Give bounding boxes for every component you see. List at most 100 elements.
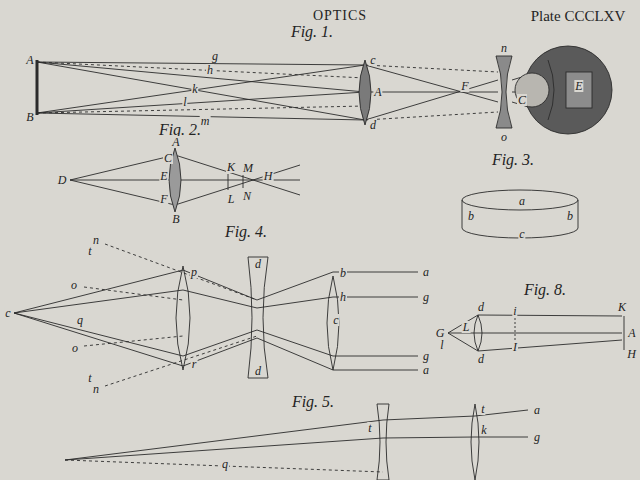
fig1-rays: [365, 65, 498, 102]
fig5-rays: [65, 410, 528, 460]
eye-drawing: [515, 73, 549, 107]
fig4-rays: [105, 244, 257, 300]
figure-letter: A: [373, 86, 382, 98]
figure-letter: G: [435, 327, 446, 339]
figure-letter: g: [422, 350, 430, 362]
eye-drawing: [566, 72, 592, 108]
figure-letter: H: [626, 348, 637, 360]
plate-number: Plate CCCLXV: [530, 9, 627, 24]
convex-lens: [474, 315, 482, 351]
figure-letter: E: [574, 80, 583, 92]
fig4-rays: [84, 287, 183, 300]
fig1-rays: [365, 112, 498, 120]
fig4-rays: [14, 290, 418, 313]
fig2-rays: [175, 155, 300, 195]
figure-letter: F: [159, 193, 168, 205]
convex-lens: [176, 266, 190, 370]
figure-caption: Fig. 3.: [491, 152, 535, 168]
fig1-rays: [37, 62, 365, 120]
fig1-rays: [365, 80, 498, 120]
figure-letter: d: [254, 365, 262, 377]
figure-letter: n: [500, 42, 508, 54]
figure-letter: M: [242, 162, 254, 174]
figure-letter: a: [422, 364, 430, 376]
figure-letter: h: [339, 291, 347, 303]
fig5-rays: [65, 410, 528, 472]
eye-drawing: [548, 60, 554, 120]
figure-letter: p: [190, 266, 198, 278]
figure-letter: l: [182, 96, 187, 108]
fig8-rays: [448, 315, 478, 333]
fig8-rays: [448, 315, 624, 351]
figure-letter: L: [462, 321, 471, 333]
figure-letter: a: [533, 404, 541, 416]
lens-disc: [462, 200, 463, 228]
figure-letter: g: [422, 291, 430, 303]
fig4-rays: [14, 313, 418, 370]
figure-letter: b: [566, 210, 574, 222]
fig1-rays: [365, 65, 498, 72]
figure-letter: c: [369, 54, 376, 66]
figure-letter: K: [617, 301, 627, 313]
fig1-rays: [37, 106, 365, 113]
fig8-rays: [478, 340, 622, 351]
eye-drawing: [515, 46, 612, 134]
fig1-rays: [36, 60, 39, 115]
fig4-rays: [14, 270, 418, 313]
figure-letter: C: [163, 152, 173, 164]
figure-letter: B: [171, 213, 180, 225]
figure-letter: i: [512, 305, 517, 317]
figure-letter: a: [518, 195, 526, 207]
figure-letter: h: [206, 64, 214, 76]
figure-letter: L: [227, 193, 236, 205]
fig1-rays: [37, 65, 365, 113]
figure-letter: a: [422, 266, 430, 278]
fig1-rays: [37, 60, 545, 120]
figure-letter: H: [263, 170, 274, 182]
optics-plate: [14, 46, 624, 480]
figure-letter: E: [159, 170, 168, 182]
figure-letter: d: [477, 301, 485, 313]
figure-letter: A: [171, 136, 180, 148]
fig1-rays: [365, 92, 498, 93]
fig8-rays: [515, 318, 516, 340]
figure-letter: B: [25, 111, 34, 123]
fig5-rays: [65, 437, 528, 460]
lens-disc: [462, 190, 578, 210]
fig1-rays: [37, 92, 365, 113]
figure-letter: A: [627, 327, 636, 339]
figure-letter: q: [76, 314, 84, 326]
figure-letter: k: [191, 83, 198, 95]
fig1-rays: [37, 62, 365, 92]
concave-lens: [377, 404, 389, 480]
figure-letter: c: [332, 314, 339, 326]
fig8-rays: [624, 316, 625, 350]
figure-letter: n: [92, 234, 100, 246]
figure-letter: d: [477, 353, 485, 365]
fig2-rays: [243, 175, 244, 188]
figure-letter: n: [92, 383, 100, 395]
figure-letter: o: [70, 279, 78, 291]
fig2-rays: [70, 155, 300, 205]
figure-letter: d: [369, 119, 377, 131]
figure-letter: d: [254, 258, 262, 270]
fig1-rays: [37, 62, 365, 78]
figure-letter: l: [439, 339, 444, 351]
figure-letter: o: [71, 342, 79, 354]
figure-letter: o: [500, 131, 508, 143]
convex-lens: [359, 60, 371, 125]
figure-letter: q: [221, 458, 229, 470]
fig8-rays: [448, 333, 478, 351]
fig2-rays: [228, 174, 229, 190]
figure-letter: N: [242, 190, 252, 202]
figure-caption: Fig. 8.: [523, 282, 567, 298]
figure-letter: c: [4, 307, 11, 319]
figure-letter: g: [533, 431, 541, 443]
figure-caption: Fig. 1.: [290, 24, 334, 40]
lens-disc: [578, 200, 579, 228]
figure-letter: K: [226, 161, 236, 173]
figure-letter: r: [191, 358, 198, 370]
fig4-rays: [84, 336, 183, 346]
figure-letter: b: [467, 210, 475, 222]
